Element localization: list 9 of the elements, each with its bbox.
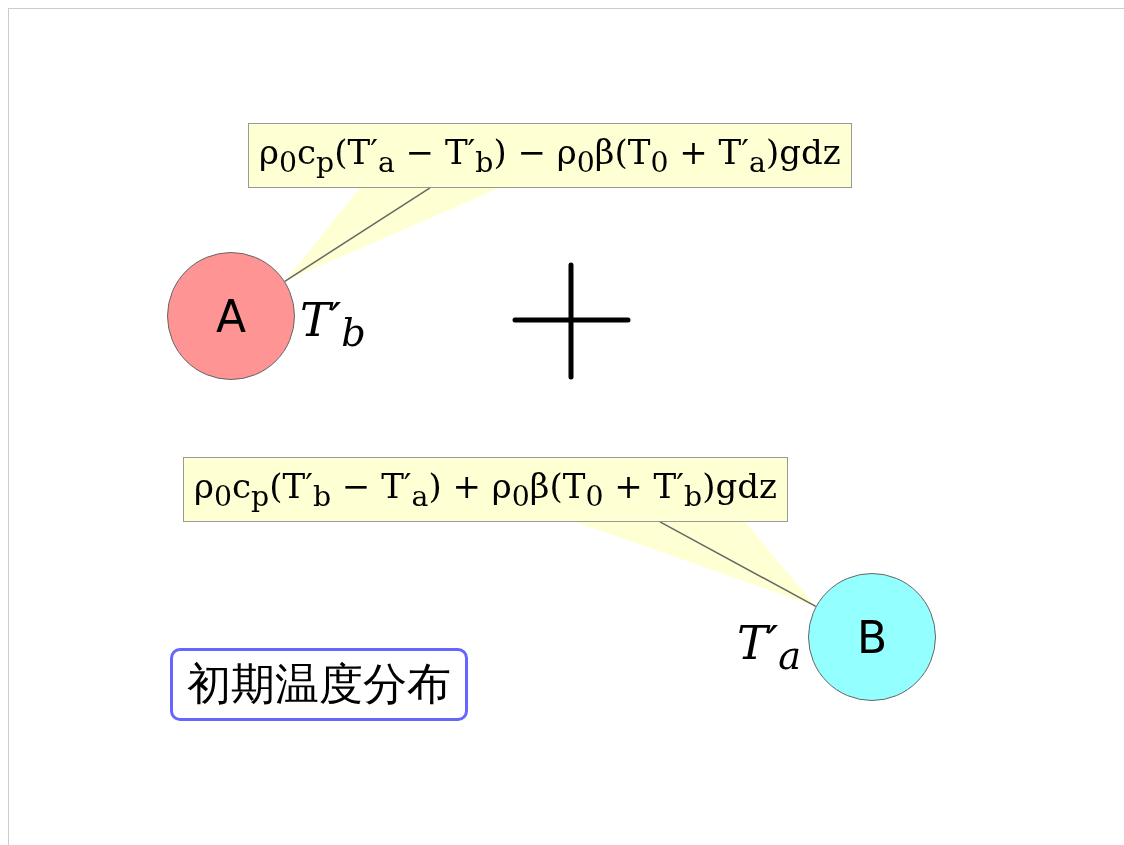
title-box: 初期温度分布 <box>170 648 468 721</box>
variable-label: T′$_{a}$ <box>737 616 801 679</box>
variable-label: T′$_{b}$ <box>300 293 366 356</box>
formula-callout: ρ$_{0}$c$_{p}$(T′$_{b}$ − T′$_{a}$) + ρ$_{0}$β(T$_{0}$ + T′$_{b}$)gdz <box>183 457 788 522</box>
node-label: A <box>215 290 247 342</box>
leader-line <box>284 187 431 283</box>
formula-callout: ρ$_{0}$c$_{p}$(T′$_{a}$ − T′$_{b}$) − ρ$_{0}$β(T$_{0}$ + T′$_{a}$)gdz <box>248 123 852 188</box>
leader-line <box>659 521 817 608</box>
node-label: B <box>856 611 888 663</box>
